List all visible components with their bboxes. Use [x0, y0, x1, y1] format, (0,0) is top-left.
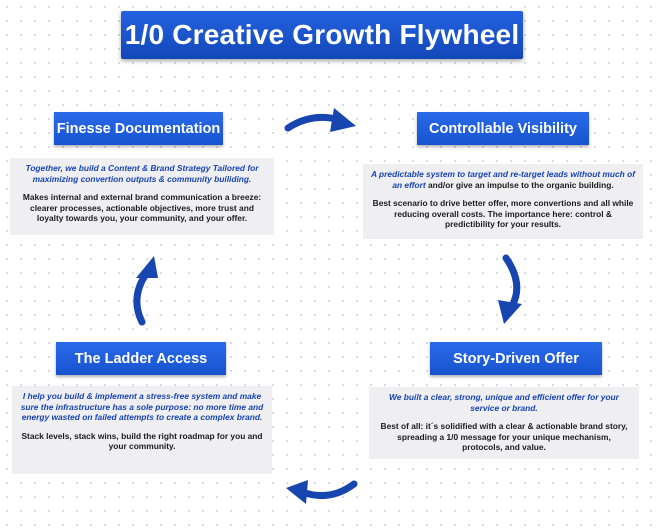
arrow-left-icon — [286, 480, 358, 504]
arrow-right-icon — [284, 108, 356, 132]
stage-label-offer: Story-Driven Offer — [430, 342, 602, 375]
stage-lead-ladder: I help you build & implement a stress-fr… — [20, 391, 264, 423]
stage-detail-visibility: Best scenario to drive better offer, mor… — [372, 198, 634, 230]
stage-card-visibility: A predictable system to target and re-ta… — [363, 164, 643, 239]
stage-lead-visibility-suffix: and/or give an impulse to the organic bu… — [425, 179, 614, 190]
arrow-down-icon — [498, 254, 522, 324]
stage-card-offer: We built a clear, strong, unique and eff… — [369, 387, 639, 459]
stage-label-visibility: Controllable Visibility — [417, 112, 589, 145]
arrow-up-icon — [133, 256, 158, 326]
stage-lead-visibility: A predictable system to target and re-ta… — [370, 169, 636, 190]
stage-lead-offer: We built a clear, strong, unique and eff… — [389, 392, 619, 413]
stage-card-ladder: I help you build & implement a stress-fr… — [12, 386, 272, 474]
stage-detail-offer: Best of all: it´s solidified with a clea… — [380, 421, 628, 453]
stage-detail-ladder: Stack levels, stack wins, build the righ… — [21, 430, 263, 452]
stage-lead-finesse: Together, we build a Content & Brand Str… — [25, 163, 259, 184]
page-title: 1/0 Creative Growth Flywheel — [121, 11, 523, 59]
stage-label-finesse: Finesse Documentation — [54, 112, 223, 145]
stage-label-ladder: The Ladder Access — [56, 342, 226, 375]
stage-detail-finesse: Makes internal and external brand commun… — [22, 192, 262, 224]
stage-card-finesse: Together, we build a Content & Brand Str… — [10, 158, 274, 235]
stage-lead-visibility-emph: A predictable system to target and re-ta… — [370, 169, 635, 190]
